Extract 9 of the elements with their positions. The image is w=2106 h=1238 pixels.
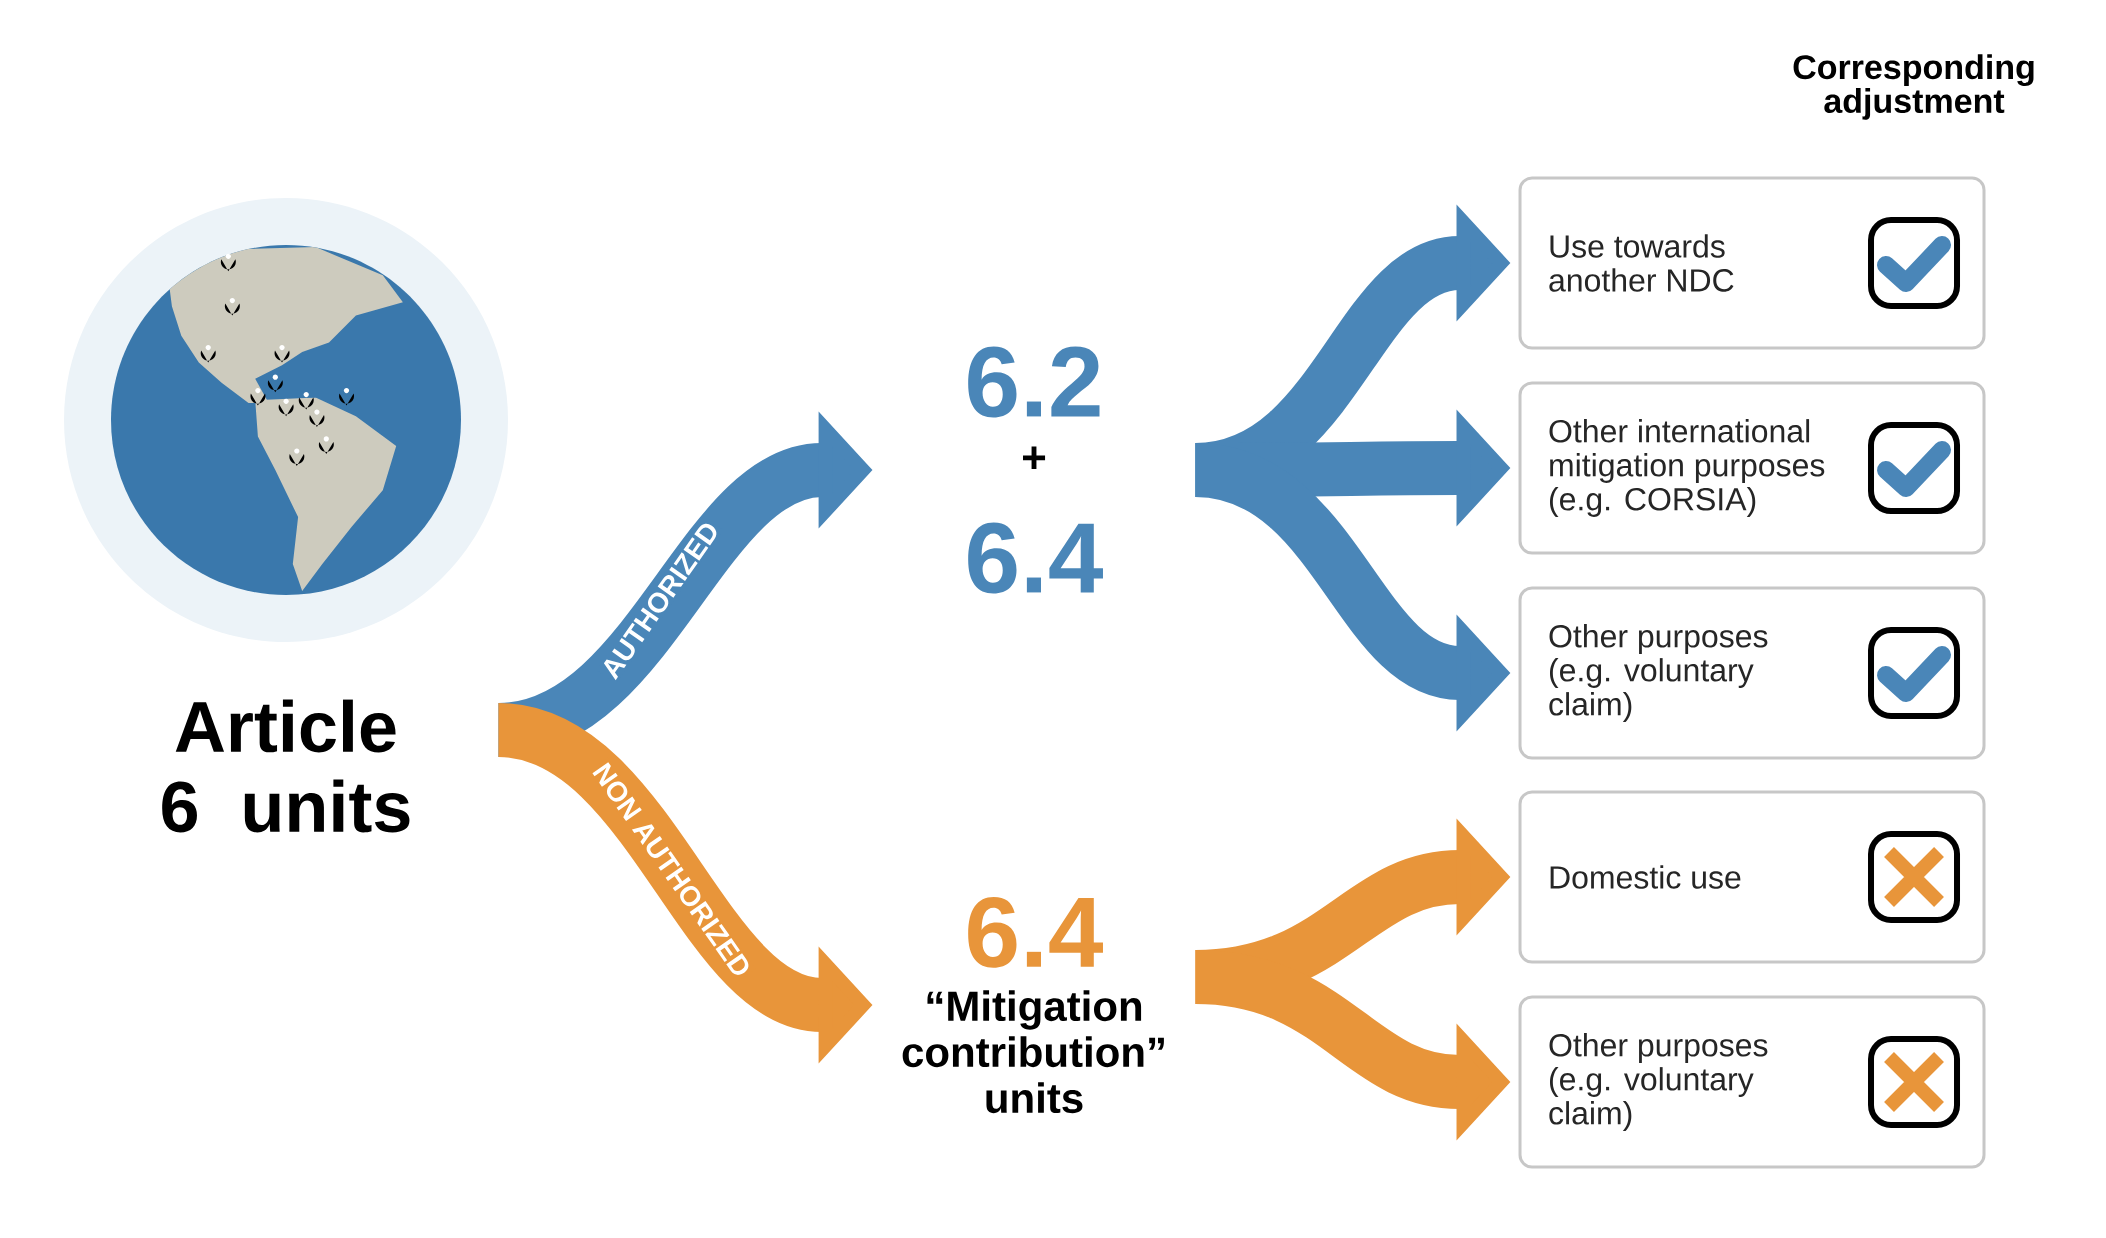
number-label: 6.2 + 6.4 — [968, 346, 1103, 594]
option-box: Use towards another NDC — [1518, 176, 1986, 350]
option-box: Other purposes (e.g. voluntary claim) — [1518, 995, 1986, 1169]
option-box: Other international mitigation purposes (e.g. CORSIA) — [1518, 381, 1986, 555]
title-text: Article 6 units — [162, 699, 410, 833]
number-label: 6.4 “Mitigation contribution” units — [902, 896, 1164, 1114]
option-box: Domestic use — [1518, 790, 1986, 964]
option-box: Other purposes (e.g. voluntary claim) — [1518, 586, 1986, 760]
column-heading: Corresponding adjustment — [1793, 54, 2034, 120]
